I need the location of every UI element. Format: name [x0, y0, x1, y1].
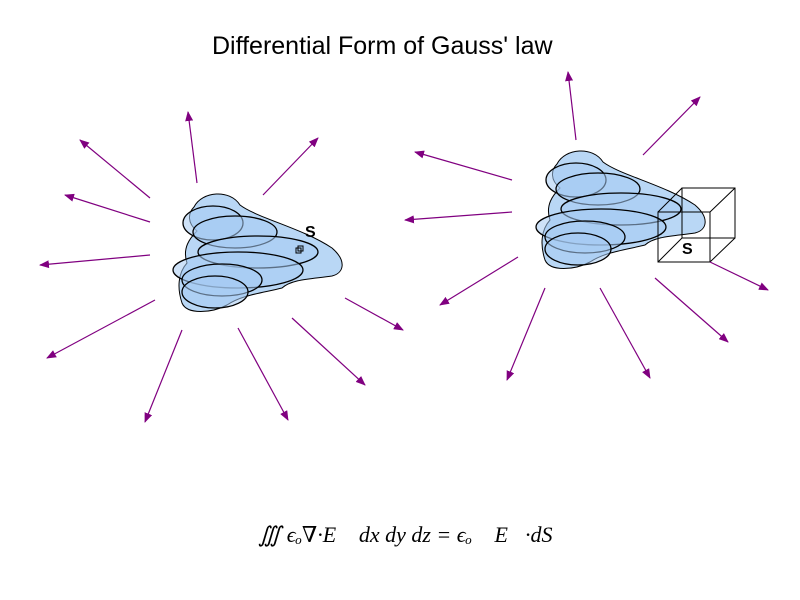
field-arrow: [404, 211, 513, 224]
field-arrow: [144, 329, 183, 423]
field-arrow: [46, 299, 156, 359]
field-arrow: [506, 287, 546, 381]
field-arrow: [439, 256, 519, 306]
field-arrow: [642, 96, 701, 156]
field-arrow: [237, 327, 289, 421]
field-arrow: [565, 71, 577, 141]
field-arrow: [185, 111, 198, 184]
field-arrow: [709, 261, 769, 291]
field-arrow: [64, 193, 151, 223]
field-arrow: [262, 137, 319, 196]
field-arrow: [344, 297, 404, 331]
field-arrow: [79, 139, 151, 199]
field-arrow: [599, 287, 651, 379]
field-arrow: [39, 254, 151, 269]
small-cube-icon: [295, 245, 304, 254]
slide-title: Differential Form of Gauss' law: [212, 32, 553, 60]
right-closed-surface: S: [535, 150, 736, 270]
left-closed-surface: S: [172, 193, 343, 313]
right-surface-label: S: [682, 241, 693, 258]
right-field-arrows: [404, 71, 769, 381]
field-arrow: [291, 317, 366, 386]
field-arrow: [654, 277, 729, 343]
left-field-arrows: [39, 111, 404, 423]
gauss-law-equation: ∭ ϵₒ∇·E⃗ dx dy dz = ϵₒ∮ E⃗·dS⃗: [258, 522, 570, 547]
left-surface-label: S: [305, 224, 316, 241]
gaussian-cube-icon: [657, 187, 736, 263]
field-arrow: [414, 150, 513, 181]
